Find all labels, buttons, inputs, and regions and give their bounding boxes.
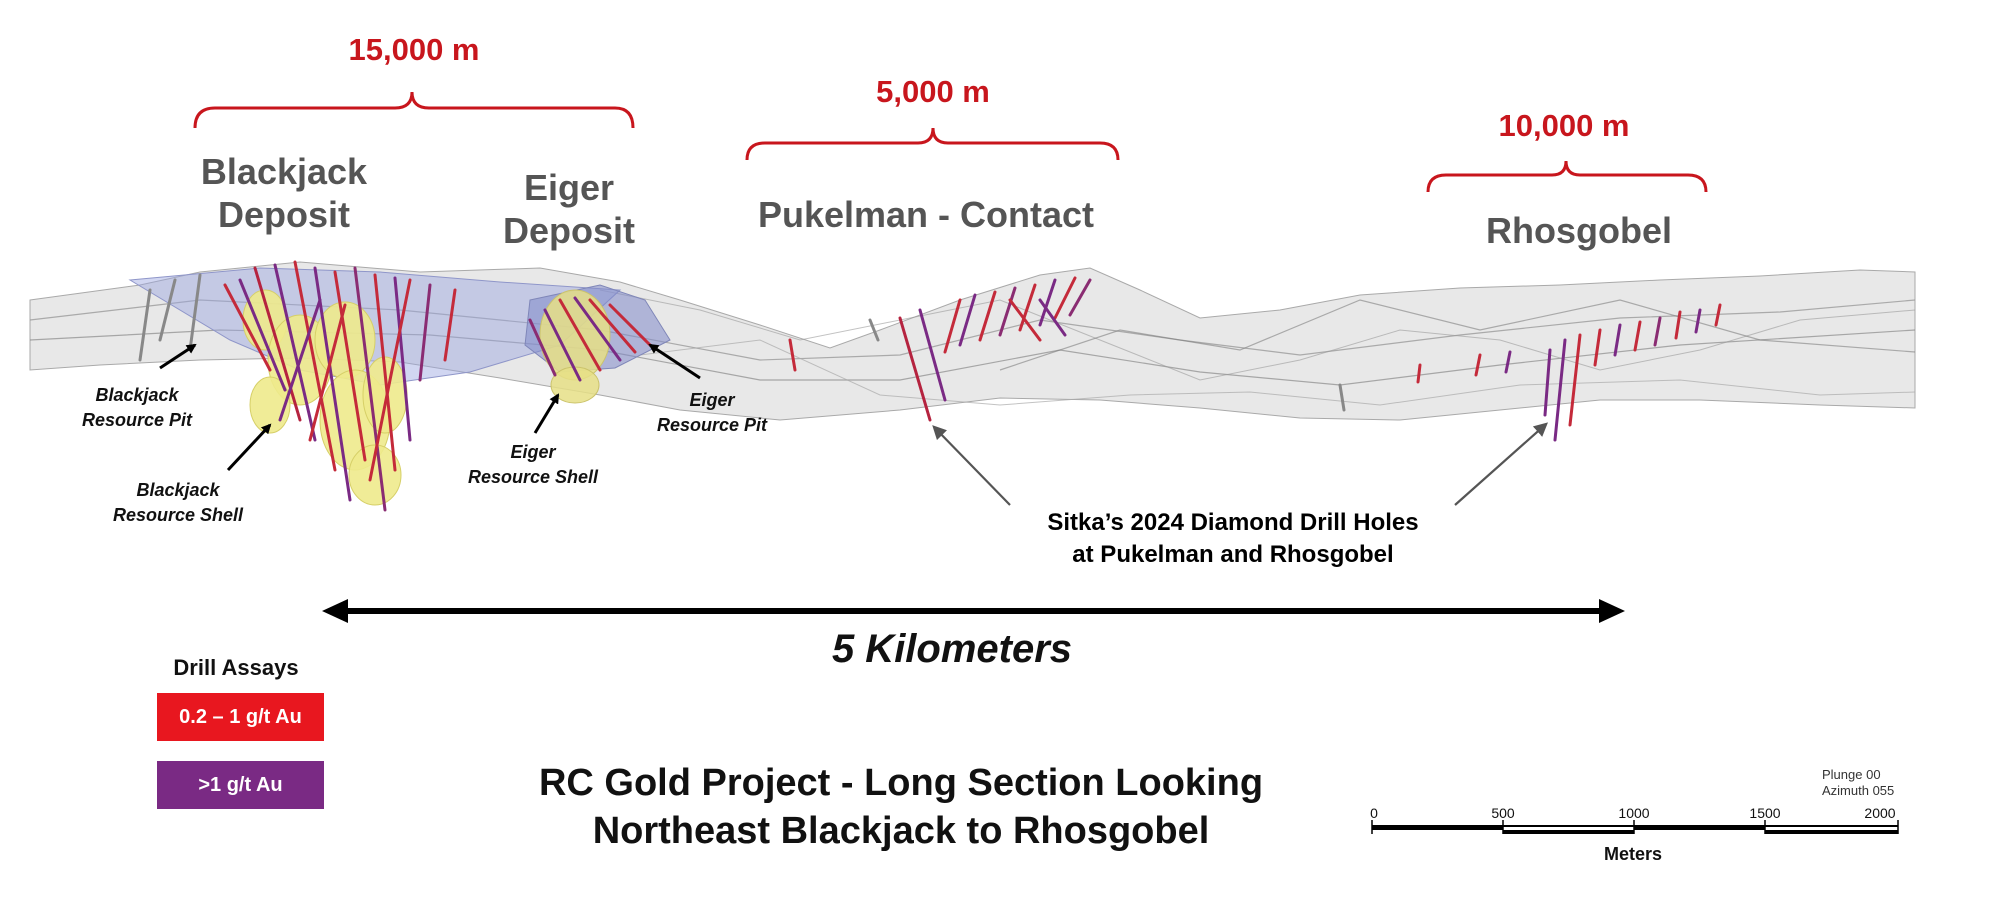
scale-tick-1500: 1500	[1749, 805, 1781, 821]
callout-arrows	[159, 343, 701, 472]
meters-label-pukelman: 5,000 m	[876, 74, 990, 109]
drill-hole-pointer-arrows	[932, 422, 1548, 506]
distance-label: 5 Kilometers	[831, 627, 1073, 671]
drill-holes-blackjack	[138, 260, 457, 512]
drill-holes-rhosgobel	[1338, 303, 1722, 442]
meters-label-blackjack-eiger: 15,000 m	[348, 32, 480, 67]
azimuth-label: Azimuth 055	[1822, 783, 1895, 798]
legend-swatch-high-grade: >1 g/t Au	[157, 761, 324, 809]
rhosgobel-label: Rhosgobel	[1486, 210, 1672, 251]
plunge-label: Plunge 00	[1822, 767, 1881, 782]
scale-unit-label: Meters	[1603, 844, 1663, 864]
pukelman-contact-label: Pukelman - Contact	[757, 194, 1095, 235]
view-orientation: Plunge 00 Azimuth 055	[1822, 767, 1894, 799]
meters-label-rhosgobel: 10,000 m	[1498, 108, 1630, 143]
drill-holes-eiger	[528, 296, 652, 382]
bracket-pukelman	[745, 127, 1120, 161]
bracket-rhosgobel	[1426, 160, 1708, 193]
scale-tick-500: 500	[1491, 805, 1515, 821]
scale-tick-1000: 1000	[1618, 805, 1650, 821]
distance-arrow	[322, 599, 1625, 623]
legend-swatch-low-grade: 0.2 – 1 g/t Au	[157, 693, 324, 741]
drill-holes-pukelman	[788, 276, 1092, 422]
scale-tick-2000: 2000	[1864, 805, 1896, 821]
scale-bar	[1371, 820, 1899, 834]
bracket-blackjack-eiger	[193, 91, 635, 129]
scale-tick-0: 0	[1370, 805, 1378, 821]
terrain-surface	[29, 261, 1916, 421]
legend-title: Drill Assays	[173, 655, 299, 680]
